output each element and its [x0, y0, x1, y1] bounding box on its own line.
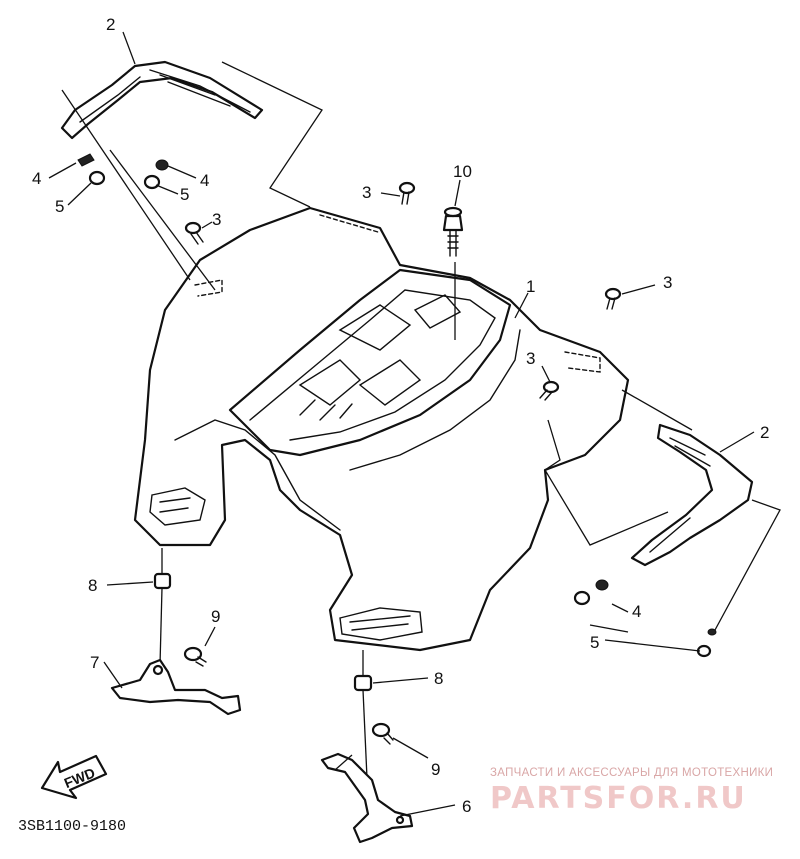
callout-4-center: 4: [200, 171, 209, 190]
bracket-7: [110, 658, 242, 716]
nut-5-left: [88, 170, 106, 186]
watermark-brand: PARTSFOR.RU: [490, 781, 747, 816]
callout-10: 10: [453, 162, 472, 181]
callout-7: 7: [90, 653, 99, 672]
screw-3d: [539, 380, 560, 401]
callout-3-left: 3: [212, 210, 221, 229]
callout-2-right: 2: [760, 423, 769, 442]
callout-5-left: 5: [55, 197, 64, 216]
bracket-6: [320, 752, 414, 844]
side-cover-left: [60, 60, 264, 140]
side-cover-right: [630, 423, 754, 567]
callout-8-right: 8: [434, 669, 443, 688]
bolt-10: [442, 206, 464, 257]
callout-4-left: 4: [32, 169, 41, 188]
screw-3b: [184, 221, 204, 245]
diagram-code: 3SB1100-9180: [18, 818, 126, 835]
callout-3-right-mid: 3: [526, 349, 535, 368]
grommet-4-right: [595, 579, 717, 636]
callout-9-right: 9: [431, 760, 440, 779]
grommet-4-left: [77, 153, 95, 167]
assembly-lines: [48, 31, 781, 817]
callout-1: 1: [526, 277, 535, 296]
callout-3-right-top: 3: [663, 273, 672, 292]
screw-3c: [604, 287, 622, 310]
callout-5-right: 5: [590, 633, 599, 652]
bolt-9-left: [183, 646, 207, 667]
fwd-arrow: FWD: [40, 754, 108, 800]
callout-5-center: 5: [180, 185, 189, 204]
watermark-tagline: ЗАПЧАСТИ И АКСЕССУАРЫ ДЛЯ МОТОТЕХНИКИ: [490, 767, 773, 779]
callout-2-top: 2: [106, 15, 115, 34]
callout-8-left: 8: [88, 576, 97, 595]
callout-3-center: 3: [362, 183, 371, 202]
callout-9-left: 9: [211, 607, 220, 626]
damper-8-right: [353, 650, 373, 801]
grommet-4-center: [155, 159, 169, 171]
nut-5-center: [143, 174, 161, 190]
screw-3a: [398, 181, 416, 205]
damper-8-left: [153, 548, 172, 666]
front-fender-body: [133, 206, 630, 652]
callout-6: 6: [462, 797, 471, 816]
callout-4-right: 4: [632, 602, 641, 621]
bolt-9-right: [371, 722, 394, 745]
